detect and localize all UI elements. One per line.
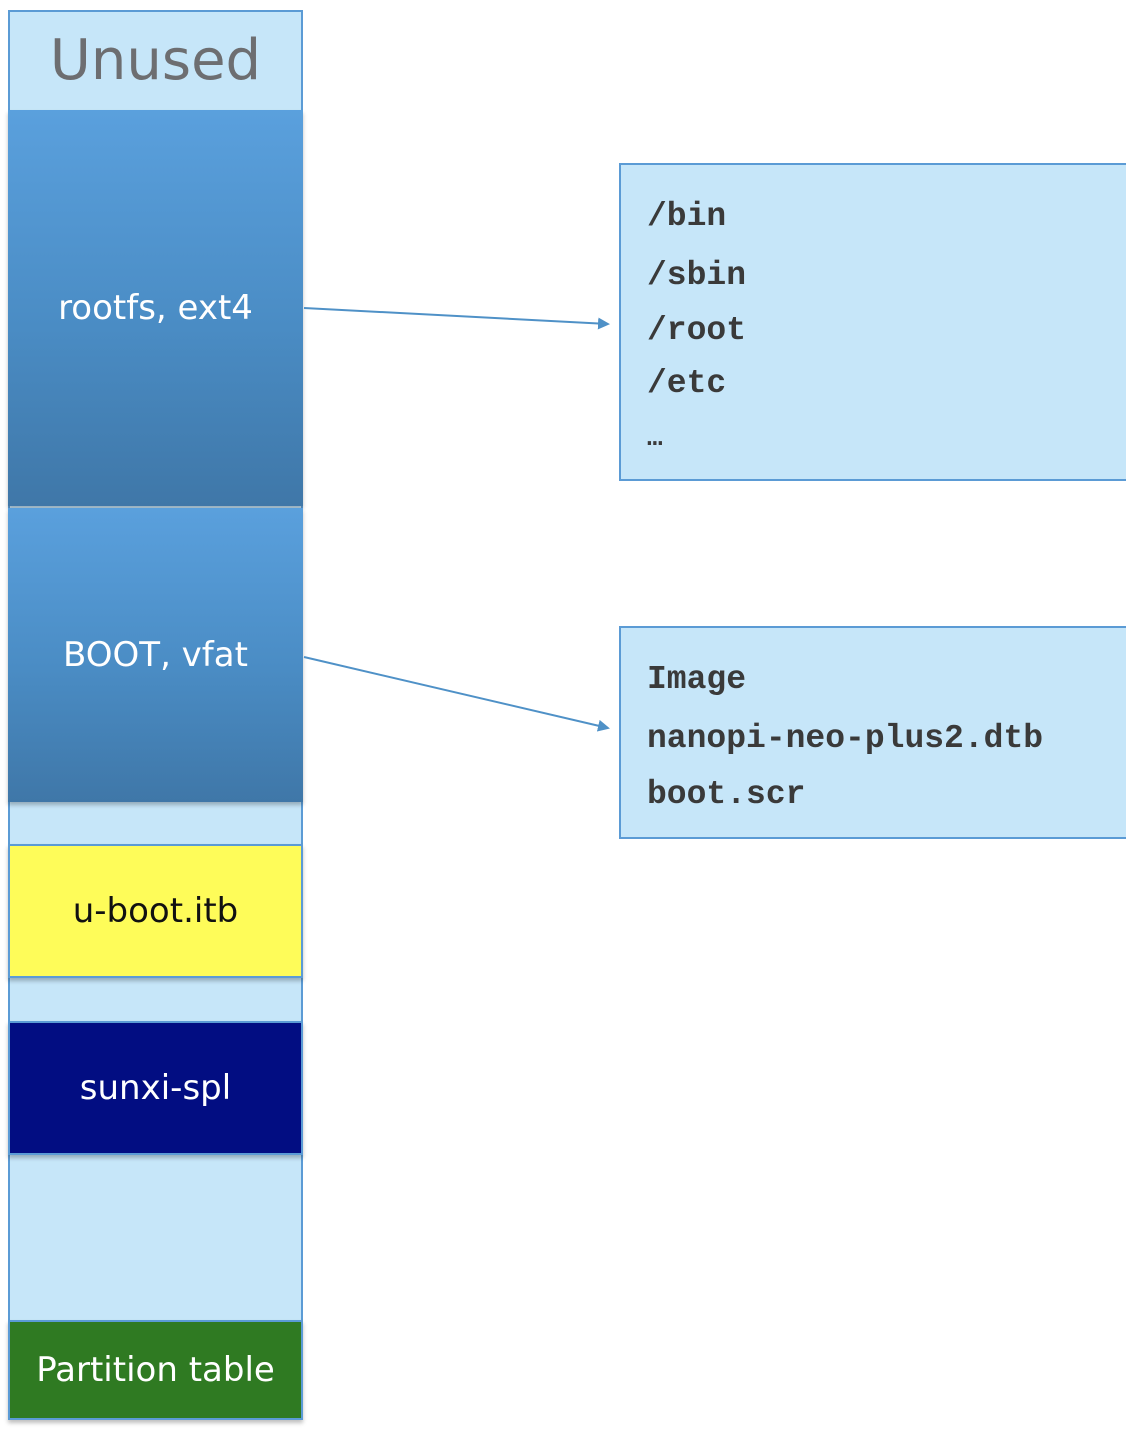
partition-table-label: Partition table xyxy=(36,1350,275,1390)
boot-item-image: Image xyxy=(647,661,747,698)
rootfs-item-root: /root xyxy=(647,312,747,349)
rootfs-item-ellipsis: … xyxy=(647,423,663,453)
boot-item-bootscr: boot.scr xyxy=(647,776,806,813)
rootfs-item-bin: /bin xyxy=(647,198,727,235)
rootfs-label: rootfs, ext4 xyxy=(58,288,253,328)
boot-contents-box: Image nanopi-neo-plus2.dtb boot.scr xyxy=(619,626,1126,839)
rootfs-contents-box: /bin /sbin /root /etc … xyxy=(619,163,1126,481)
unused-label: Unused xyxy=(49,27,262,93)
boot-label: BOOT, vfat xyxy=(63,635,248,675)
unused-region: Unused xyxy=(8,10,303,110)
rootfs-item-etc: /etc xyxy=(647,365,727,402)
uboot-label: u-boot.itb xyxy=(72,891,239,931)
boot-partition: BOOT, vfat xyxy=(8,508,303,802)
partition-table-region: Partition table xyxy=(8,1320,303,1420)
rootfs-arrow xyxy=(303,307,610,330)
boot-item-dtb: nanopi-neo-plus2.dtb xyxy=(647,720,1044,757)
rootfs-partition: rootfs, ext4 xyxy=(8,110,303,506)
uboot-region: u-boot.itb xyxy=(8,844,303,978)
boot-arrow xyxy=(303,656,610,732)
spl-region: sunxi-spl xyxy=(8,1021,303,1155)
rootfs-item-sbin: /sbin xyxy=(647,257,747,294)
spl-label: sunxi-spl xyxy=(79,1068,232,1108)
